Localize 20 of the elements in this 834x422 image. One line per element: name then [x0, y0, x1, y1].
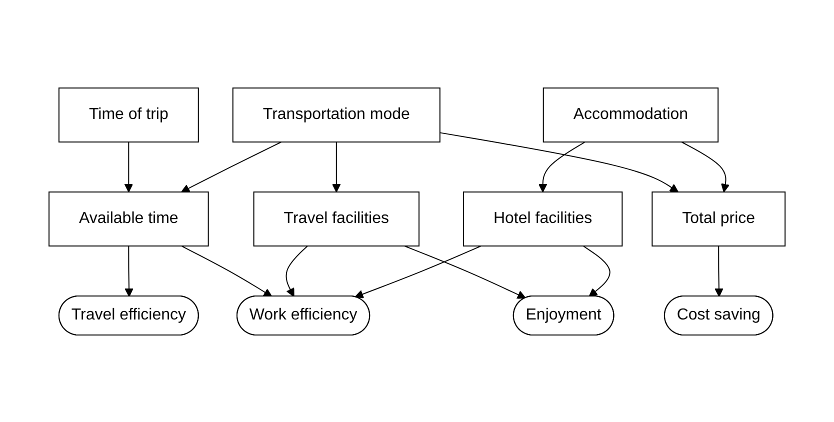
- arrow: [538, 141, 586, 192]
- arrow: [714, 245, 724, 296]
- arrow: [582, 245, 610, 296]
- arrow: [124, 141, 134, 192]
- arrow: [286, 245, 308, 296]
- arrow: [404, 245, 526, 298]
- node-box: Hotel facilities: [462, 191, 623, 246]
- arrow: [332, 141, 341, 192]
- arrow: [354, 245, 482, 298]
- node-box: Time of trip: [58, 87, 199, 142]
- arrow: [439, 132, 679, 192]
- arrow: [180, 245, 272, 296]
- node-box: Travel facilities: [253, 191, 420, 246]
- arrow: [681, 141, 730, 192]
- arrow: [124, 245, 134, 296]
- node-box: Total price: [652, 191, 786, 246]
- node-box: Accommodation: [542, 87, 719, 142]
- node-box: Transportation mode: [232, 87, 440, 142]
- arrow: [180, 141, 282, 192]
- node-box: Available time: [48, 191, 209, 246]
